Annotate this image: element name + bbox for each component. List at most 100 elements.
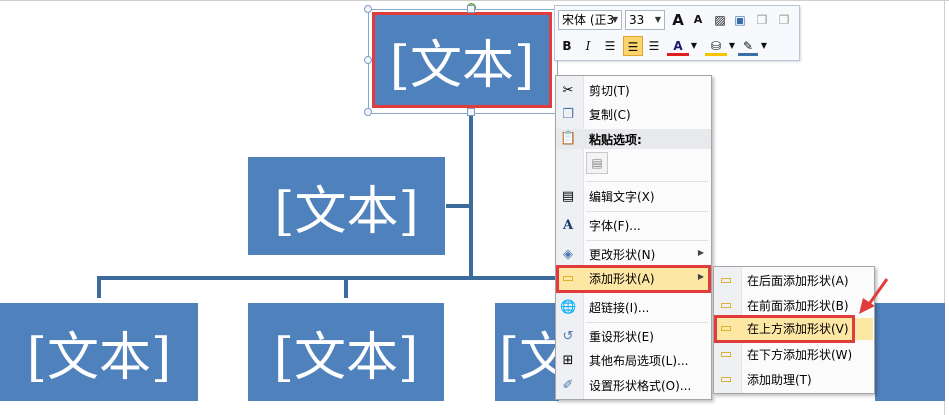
shrink-font-label: A <box>693 13 703 26</box>
align-left-icon[interactable]: ☰ <box>604 39 616 53</box>
menu-item-label: 剪切(T) <box>589 84 630 98</box>
menu-item-label: 超链接(I)... <box>589 301 650 315</box>
menu-separator <box>586 211 708 212</box>
edit-text-icon: ▤ <box>561 189 575 204</box>
menu-item-label: 添加形状(A) <box>589 272 655 286</box>
menu-item-label: 在前面添加形状(B) <box>747 299 849 313</box>
connector-top-vertical <box>469 110 473 278</box>
add-shape-icon: ▭ <box>561 271 575 286</box>
menu-item-format-shape[interactable]: ✐ 设置形状格式(O)... <box>556 375 711 397</box>
add-after-icon: ▭ <box>719 273 733 288</box>
menu-item-label: 设置形状格式(O)... <box>589 379 692 393</box>
context-menu: ✂ 剪切(T) ❐ 复制(C) 📋 粘贴选项: ▤ ▤ 编辑文字(X) A 字体… <box>555 75 712 400</box>
chevron-down-icon[interactable]: ▼ <box>690 41 698 50</box>
connector-child-1 <box>97 276 101 298</box>
shrink-font-button[interactable]: A <box>689 10 707 30</box>
menu-separator <box>586 181 708 182</box>
font-name-combo[interactable]: 宋体 (正3 ▼ <box>558 10 622 30</box>
outline-pen-icon[interactable]: ✎ <box>738 36 758 56</box>
chevron-down-icon: ▼ <box>654 15 661 24</box>
bring-forward-icon[interactable]: ❐ <box>756 13 768 27</box>
menu-separator <box>586 240 708 241</box>
menu-item-more-layout[interactable]: ⊞ 其他布局选项(L)... <box>556 350 711 372</box>
copy-icon: ❐ <box>562 107 574 122</box>
submenu-item-add-before[interactable]: ▭ 在前面添加形状(B) <box>714 295 874 317</box>
align-center-icon[interactable]: ☰ <box>623 36 643 56</box>
menu-item-label: 其他布局选项(L)... <box>589 354 689 368</box>
italic-label: I <box>585 39 591 53</box>
scissors-icon: ✂ <box>562 83 574 98</box>
font-color-button[interactable]: A <box>667 36 689 56</box>
menu-item-font[interactable]: A 字体(F)... <box>556 215 711 237</box>
paste-option-keep-text-icon[interactable]: ▤ <box>586 152 608 174</box>
fill-bucket-icon[interactable]: ⛁ <box>705 36 727 56</box>
reset-shape-icon: ↺ <box>562 329 574 344</box>
grow-font-button[interactable]: A <box>669 10 687 30</box>
menu-item-label: 编辑文字(X) <box>589 190 655 204</box>
bold-button[interactable]: B <box>558 36 576 56</box>
submenu-item-add-after[interactable]: ▭ 在后面添加形状(A) <box>714 270 874 292</box>
child-shape-3[interactable]: [文 <box>495 303 559 401</box>
submenu-item-add-above[interactable]: ▭ 在上方添加形状(V) <box>714 318 873 340</box>
menu-item-change-shape[interactable]: ◈ 更改形状(N) ▶ <box>556 244 711 266</box>
clear-format-icon[interactable]: ▨ <box>714 13 726 27</box>
highlight-box-top-shape <box>372 12 552 108</box>
layout-icon: ⊞ <box>562 353 574 368</box>
add-shape-submenu: ▭ 在后面添加形状(A) ▭ 在前面添加形状(B) ▭ 在上方添加形状(V) ▭… <box>713 266 875 394</box>
highlight-box-add-shape <box>556 265 711 293</box>
menu-item-hyperlink[interactable]: 🌐 超链接(I)... <box>556 297 711 319</box>
format-shape-icon: ✐ <box>562 378 574 393</box>
submenu-arrow-icon: ▶ <box>697 248 704 257</box>
menu-item-edit-text[interactable]: ▤ 编辑文字(X) <box>556 186 711 208</box>
menu-item-reset-shape[interactable]: ↺ 重设形状(E) <box>556 326 711 348</box>
menu-item-copy[interactable]: ❐ 复制(C) <box>556 104 711 126</box>
canvas-border-right <box>944 0 945 415</box>
connector-child-2 <box>344 276 348 298</box>
connector-assistant <box>446 204 471 208</box>
menu-item-cut[interactable]: ✂ 剪切(T) <box>556 80 711 102</box>
add-below-icon: ▭ <box>719 347 733 362</box>
resize-handle-bl[interactable] <box>364 108 372 116</box>
font-size-value: 33 <box>629 13 645 27</box>
send-backward-icon[interactable]: ❐ <box>778 13 790 27</box>
resize-handle-bottom[interactable] <box>467 108 475 116</box>
submenu-item-add-assistant[interactable]: ▭ 添加助理(T) <box>714 369 874 391</box>
paste-icon: 📋 <box>560 131 577 146</box>
resize-handle-left[interactable] <box>364 56 372 64</box>
child-shape-4-partial[interactable] <box>875 303 945 401</box>
menu-item-label: 字体(F)... <box>589 219 641 233</box>
submenu-arrow-icon: ▶ <box>697 272 704 281</box>
hyperlink-globe-icon: 🌐 <box>560 300 577 315</box>
menu-item-add-shape[interactable]: ▭ 添加形状(A) ▶ <box>556 268 711 290</box>
font-size-combo[interactable]: 33 ▼ <box>625 10 665 30</box>
menu-item-label: 重设形状(E) <box>589 330 654 344</box>
assistant-shape[interactable]: [文本] <box>248 157 445 255</box>
highlight-box-add-above <box>714 315 855 343</box>
shape-fill-icon[interactable]: ▣ <box>734 13 746 27</box>
chevron-down-icon[interactable]: ▼ <box>728 41 736 50</box>
chevron-down-icon: ▼ <box>611 15 618 24</box>
top-shape[interactable]: [文本] <box>372 12 552 108</box>
menu-item-label: 在下方添加形状(W) <box>747 348 853 362</box>
change-shape-icon: ◈ <box>563 247 573 262</box>
font-color-label: A <box>673 39 683 53</box>
chevron-down-icon[interactable]: ▼ <box>760 41 768 50</box>
italic-button[interactable]: I <box>579 36 597 56</box>
child-shape-1[interactable]: [文本] <box>0 303 198 401</box>
menu-item-label: 添加助理(T) <box>747 373 812 387</box>
paste-options-header: 📋 粘贴选项: <box>556 129 711 149</box>
grow-font-label: A <box>672 11 684 29</box>
bold-label: B <box>562 39 572 53</box>
mini-toolbar: 宋体 (正3 ▼ 33 ▼ A A ▨ ▣ ❐ ❐ B I ☰ ☰ ☰ A ▼ … <box>554 5 800 61</box>
canvas-border-top <box>0 0 949 1</box>
child-shape-2[interactable]: [文本] <box>248 303 444 401</box>
resize-handle-tl[interactable] <box>364 5 372 13</box>
resize-handle-top[interactable] <box>467 5 475 13</box>
align-right-icon[interactable]: ☰ <box>648 39 660 53</box>
submenu-item-add-below[interactable]: ▭ 在下方添加形状(W) <box>714 344 874 366</box>
add-above-icon: ▭ <box>719 321 733 336</box>
menu-item-label: 在后面添加形状(A) <box>747 274 849 288</box>
connector-horizontal <box>97 276 577 280</box>
paste-options-label: 粘贴选项: <box>589 133 642 147</box>
